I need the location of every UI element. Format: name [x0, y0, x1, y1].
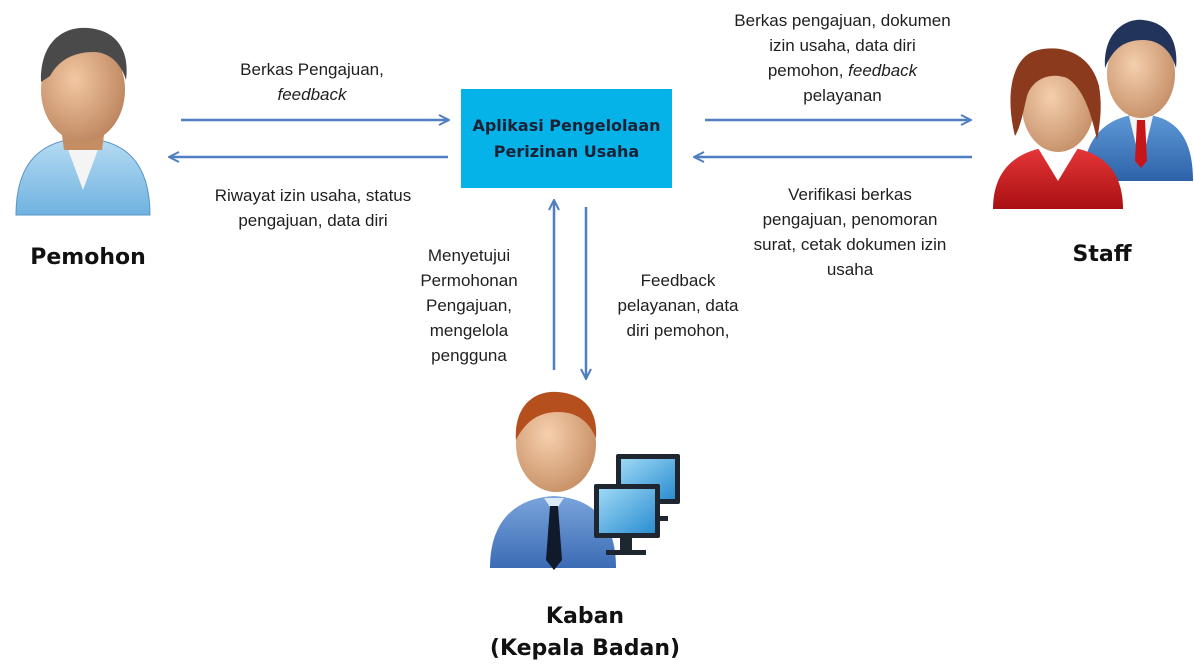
label-line: pengajuan, penomoran [762, 210, 938, 229]
actor-pemohon-name: Pemohon [30, 245, 146, 270]
label-line: diri pemohon, [626, 321, 730, 340]
person-icon [15, 27, 151, 216]
label-app-to-staff: Berkas pengajuan, dokumen izin usaha, da… [700, 8, 985, 108]
label-line: Verifikasi berkas [788, 185, 912, 204]
label-line: Pengajuan, [425, 296, 513, 315]
staff-people-icon [993, 19, 1193, 209]
label-line: pengajuan, data diri [238, 211, 388, 230]
actor-staff-name: Staff [1072, 242, 1132, 267]
app-box-line1: Aplikasi Pengelolaan [472, 115, 661, 135]
label-line: surat, cetak dokumen izin [753, 235, 947, 254]
label-line: pelayanan, data [617, 296, 739, 315]
label-line: usaha [826, 260, 874, 279]
label-staff-to-app: Verifikasi berkas pengajuan, penomoran s… [725, 182, 975, 282]
label-line: pelayanan [803, 86, 882, 105]
label-line: Riwayat izin usaha, status [214, 186, 412, 205]
label-line: Feedback [640, 271, 716, 290]
label-segment: pemohon, [767, 61, 849, 80]
actor-kaban-name: Kaban (Kepala Badan) [455, 601, 715, 665]
label-pemohon-to-app: Berkas Pengajuan, feedback [212, 57, 412, 107]
label-line: Menyetujui [427, 246, 511, 265]
person-computer-icon [490, 391, 680, 570]
app-box-line2: Perizinan Usaha [493, 141, 640, 161]
label-line: Berkas Pengajuan, [240, 60, 384, 79]
label-line: pengguna [431, 346, 507, 365]
label-kaban-to-app: Menyetujui Permohonan Pengajuan, mengelo… [399, 243, 539, 368]
label-line: Berkas pengajuan, dokumen [734, 11, 951, 30]
label-line: mengelola [429, 321, 509, 340]
label-line: izin usaha, data diri [769, 36, 916, 55]
label-line: Permohonan [420, 271, 518, 290]
label-app-to-kaban: Feedback pelayanan, data diri pemohon, [603, 268, 753, 343]
actor-kaban-line2: (Kepala Badan) [489, 636, 681, 661]
label-segment: feedback [848, 61, 918, 80]
app-box: Aplikasi Pengelolaan Perizinan Usaha [461, 89, 672, 188]
label-line: feedback [277, 85, 347, 104]
label-app-to-pemohon: Riwayat izin usaha, status pengajuan, da… [193, 183, 433, 233]
label-line: pemohon, feedback [700, 58, 985, 83]
actor-kaban-line1: Kaban [545, 604, 625, 629]
